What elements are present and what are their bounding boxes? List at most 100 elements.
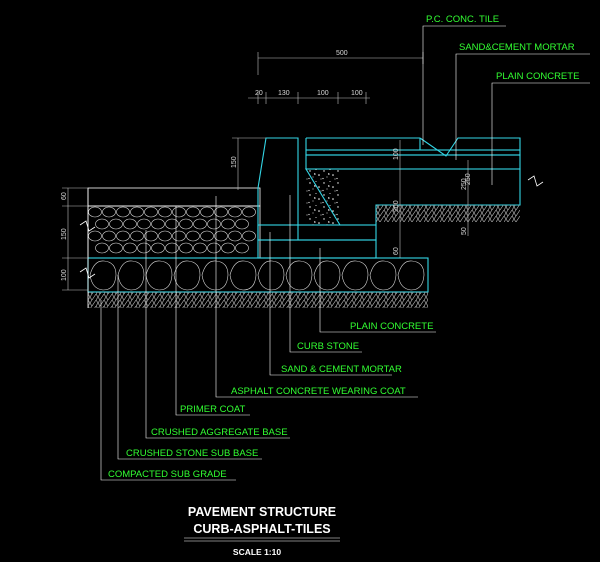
dim-100b: 100 [351, 90, 363, 97]
title-line-2: CURB-ASPHALT-TILES [193, 522, 330, 536]
aggregate-pebble [151, 218, 165, 230]
leader-plain-concrete-top: PLAIN CONCRETE [491, 71, 590, 185]
aggregate-pebble [88, 230, 102, 242]
aggregate-pebble [116, 230, 130, 242]
aggregate-pebble [165, 218, 179, 230]
dim-250a: 250 [465, 173, 472, 185]
dim-left-60: 60 [61, 192, 68, 200]
dim-20: 20 [255, 90, 263, 97]
aggregate-pebble [228, 230, 242, 242]
label-compacted-sub-grade: COMPACTED SUB GRADE [108, 469, 227, 480]
aggregate-pebble [193, 242, 207, 254]
label-curb-stone: CURB STONE [297, 341, 359, 352]
title-line-1: PAVEMENT STRUCTURE [188, 505, 336, 519]
aggregate-pebble [172, 230, 186, 242]
label-plain-concrete: PLAIN CONCRETE [350, 321, 433, 332]
aggregate-pebble [123, 242, 137, 254]
label-asphalt-wearing-coat: ASPHALT CONCRETE WEARING COAT [231, 386, 406, 397]
leader-primer-coat: PRIMER COAT [175, 206, 250, 416]
curb-base-mortar [257, 224, 377, 241]
dim-right-50: 50 [461, 227, 468, 235]
aggregate-pebble [235, 218, 249, 230]
sub-base-stone [369, 260, 397, 291]
aggregate-pebble [95, 242, 109, 254]
aggregate-pebble [221, 242, 235, 254]
label-crushed-stone-sub-base: CRUSHED STONE SUB BASE [126, 448, 258, 459]
aggregate-pebble [158, 206, 172, 218]
aggregate-pebble [221, 218, 235, 230]
aggregate-pebble [200, 206, 214, 218]
aggregate-pebble [151, 242, 165, 254]
aggregate-pebble [165, 242, 179, 254]
curb-base-concrete [257, 239, 377, 259]
aggregate-pebble [88, 206, 102, 218]
aggregate-pebble [116, 206, 130, 218]
leader-plain-concrete: PLAIN CONCRETE [319, 248, 436, 333]
label-sand-cement-mortar-top: SAND&CEMENT MORTAR [459, 42, 575, 53]
sub-base-stone [341, 260, 369, 291]
sub-base-stone [117, 260, 145, 291]
sub-base-stone [313, 260, 341, 291]
aggregate-pebble [235, 242, 249, 254]
label-pc-conc-tile: P.C. CONC. TILE [426, 14, 499, 25]
aggregate-pebble [102, 230, 116, 242]
compacted-sub-grade-layer [88, 292, 428, 308]
sub-base-stone [201, 260, 229, 291]
aggregate-pebble [109, 218, 123, 230]
leader-crushed-aggregate-base: CRUSHED AGGREGATE BASE [145, 230, 290, 439]
leader-compacted-sub-grade: COMPACTED SUB GRADE [100, 300, 236, 481]
aggregate-pebble [137, 242, 151, 254]
sub-base-stone [257, 260, 285, 291]
aggregate-pebble [200, 230, 214, 242]
aggregate-pebble [207, 242, 221, 254]
label-primer-coat: PRIMER COAT [180, 404, 245, 415]
leader-asphalt-wearing-coat: ASPHALT CONCRETE WEARING COAT [215, 196, 418, 398]
leader-sand-cement-mortar-top: SAND&CEMENT MORTAR [455, 42, 590, 160]
aggregate-pebble [242, 230, 256, 242]
aggregate-pebble [109, 242, 123, 254]
aggregate-pebble [102, 206, 116, 218]
dim-right-250: 250 [461, 178, 468, 190]
scale-label: SCALE 1:10 [233, 547, 281, 557]
leader-pc-conc-tile: P.C. CONC. TILE [422, 14, 506, 145]
aggregate-pebble [179, 242, 193, 254]
dim-200: 200 [393, 200, 400, 212]
label-sand-cement-mortar: SAND & CEMENT MORTAR [281, 364, 402, 375]
sub-base-stone [285, 260, 313, 291]
sand-cement-mortar-layer [305, 154, 521, 170]
dim-100a: 100 [317, 90, 329, 97]
dim-130: 130 [278, 90, 290, 97]
dim-left-150: 150 [61, 228, 68, 240]
aggregate-pebble [186, 230, 200, 242]
aggregate-pebble [158, 230, 172, 242]
aggregate-pebble [214, 206, 228, 218]
sub-base-stone [173, 260, 201, 291]
dimension-lines [62, 52, 469, 291]
crushed-stone-sub-base-layer [87, 257, 429, 293]
leader-crushed-stone-sub-base: CRUSHED STONE SUB BASE [117, 275, 262, 460]
dim-curb-150: 150 [231, 156, 238, 168]
aggregate-pebble [214, 230, 228, 242]
dim-60: 60 [393, 247, 400, 255]
aggregate-pebble [193, 218, 207, 230]
aggregate-pebble [207, 218, 221, 230]
aggregate-pebble [95, 218, 109, 230]
aggregate-pebble [242, 206, 256, 218]
sub-base-stone [397, 260, 425, 291]
aggregate-pebble [228, 206, 242, 218]
crushed-aggregate-base-layer [87, 205, 261, 259]
label-crushed-aggregate-base: CRUSHED AGGREGATE BASE [151, 427, 288, 438]
aggregate-pebble [144, 206, 158, 218]
right-sub-grade [376, 205, 520, 222]
aggregate-pebble [144, 230, 158, 242]
aggregate-pebble [137, 218, 151, 230]
pc-conc-tile-layer [305, 137, 521, 157]
aggregate-pebble [130, 206, 144, 218]
aggregate-pebble [179, 218, 193, 230]
sub-base-stone [89, 260, 117, 291]
dim-left-100: 100 [61, 269, 68, 281]
dim-500: 500 [336, 50, 348, 57]
aggregate-pebble [186, 206, 200, 218]
aggregate-pebble [130, 230, 144, 242]
